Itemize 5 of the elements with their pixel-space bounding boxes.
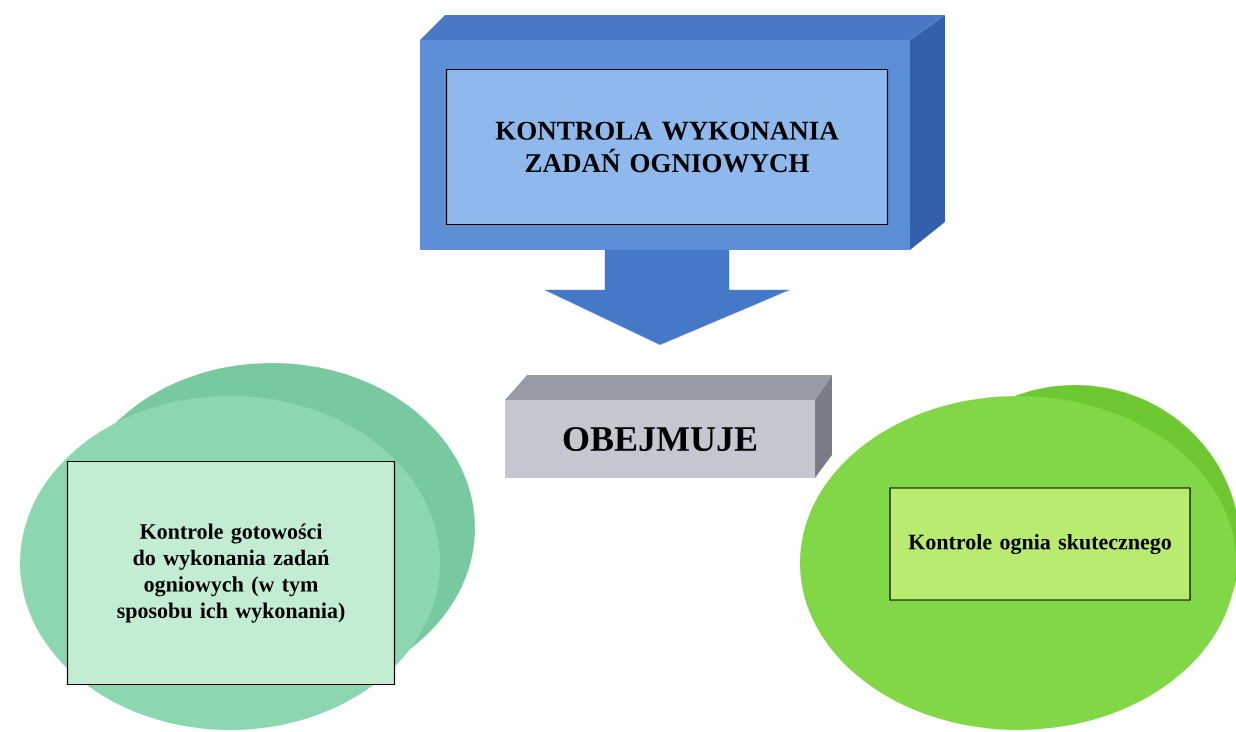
disc-box: Kontrole gotowości do wykonania zadań ogniowych (w tym sposobu ich wykonania)	[20, 363, 475, 730]
block-arrow	[544, 249, 790, 345]
disc-box: Kontrole ognia skutecznego	[800, 385, 1236, 730]
block-box: KONTROLA WYKONANIA ZADAŃ OGNIOWYCH	[420, 15, 945, 250]
block-box: OBEJMUJE	[505, 375, 832, 478]
